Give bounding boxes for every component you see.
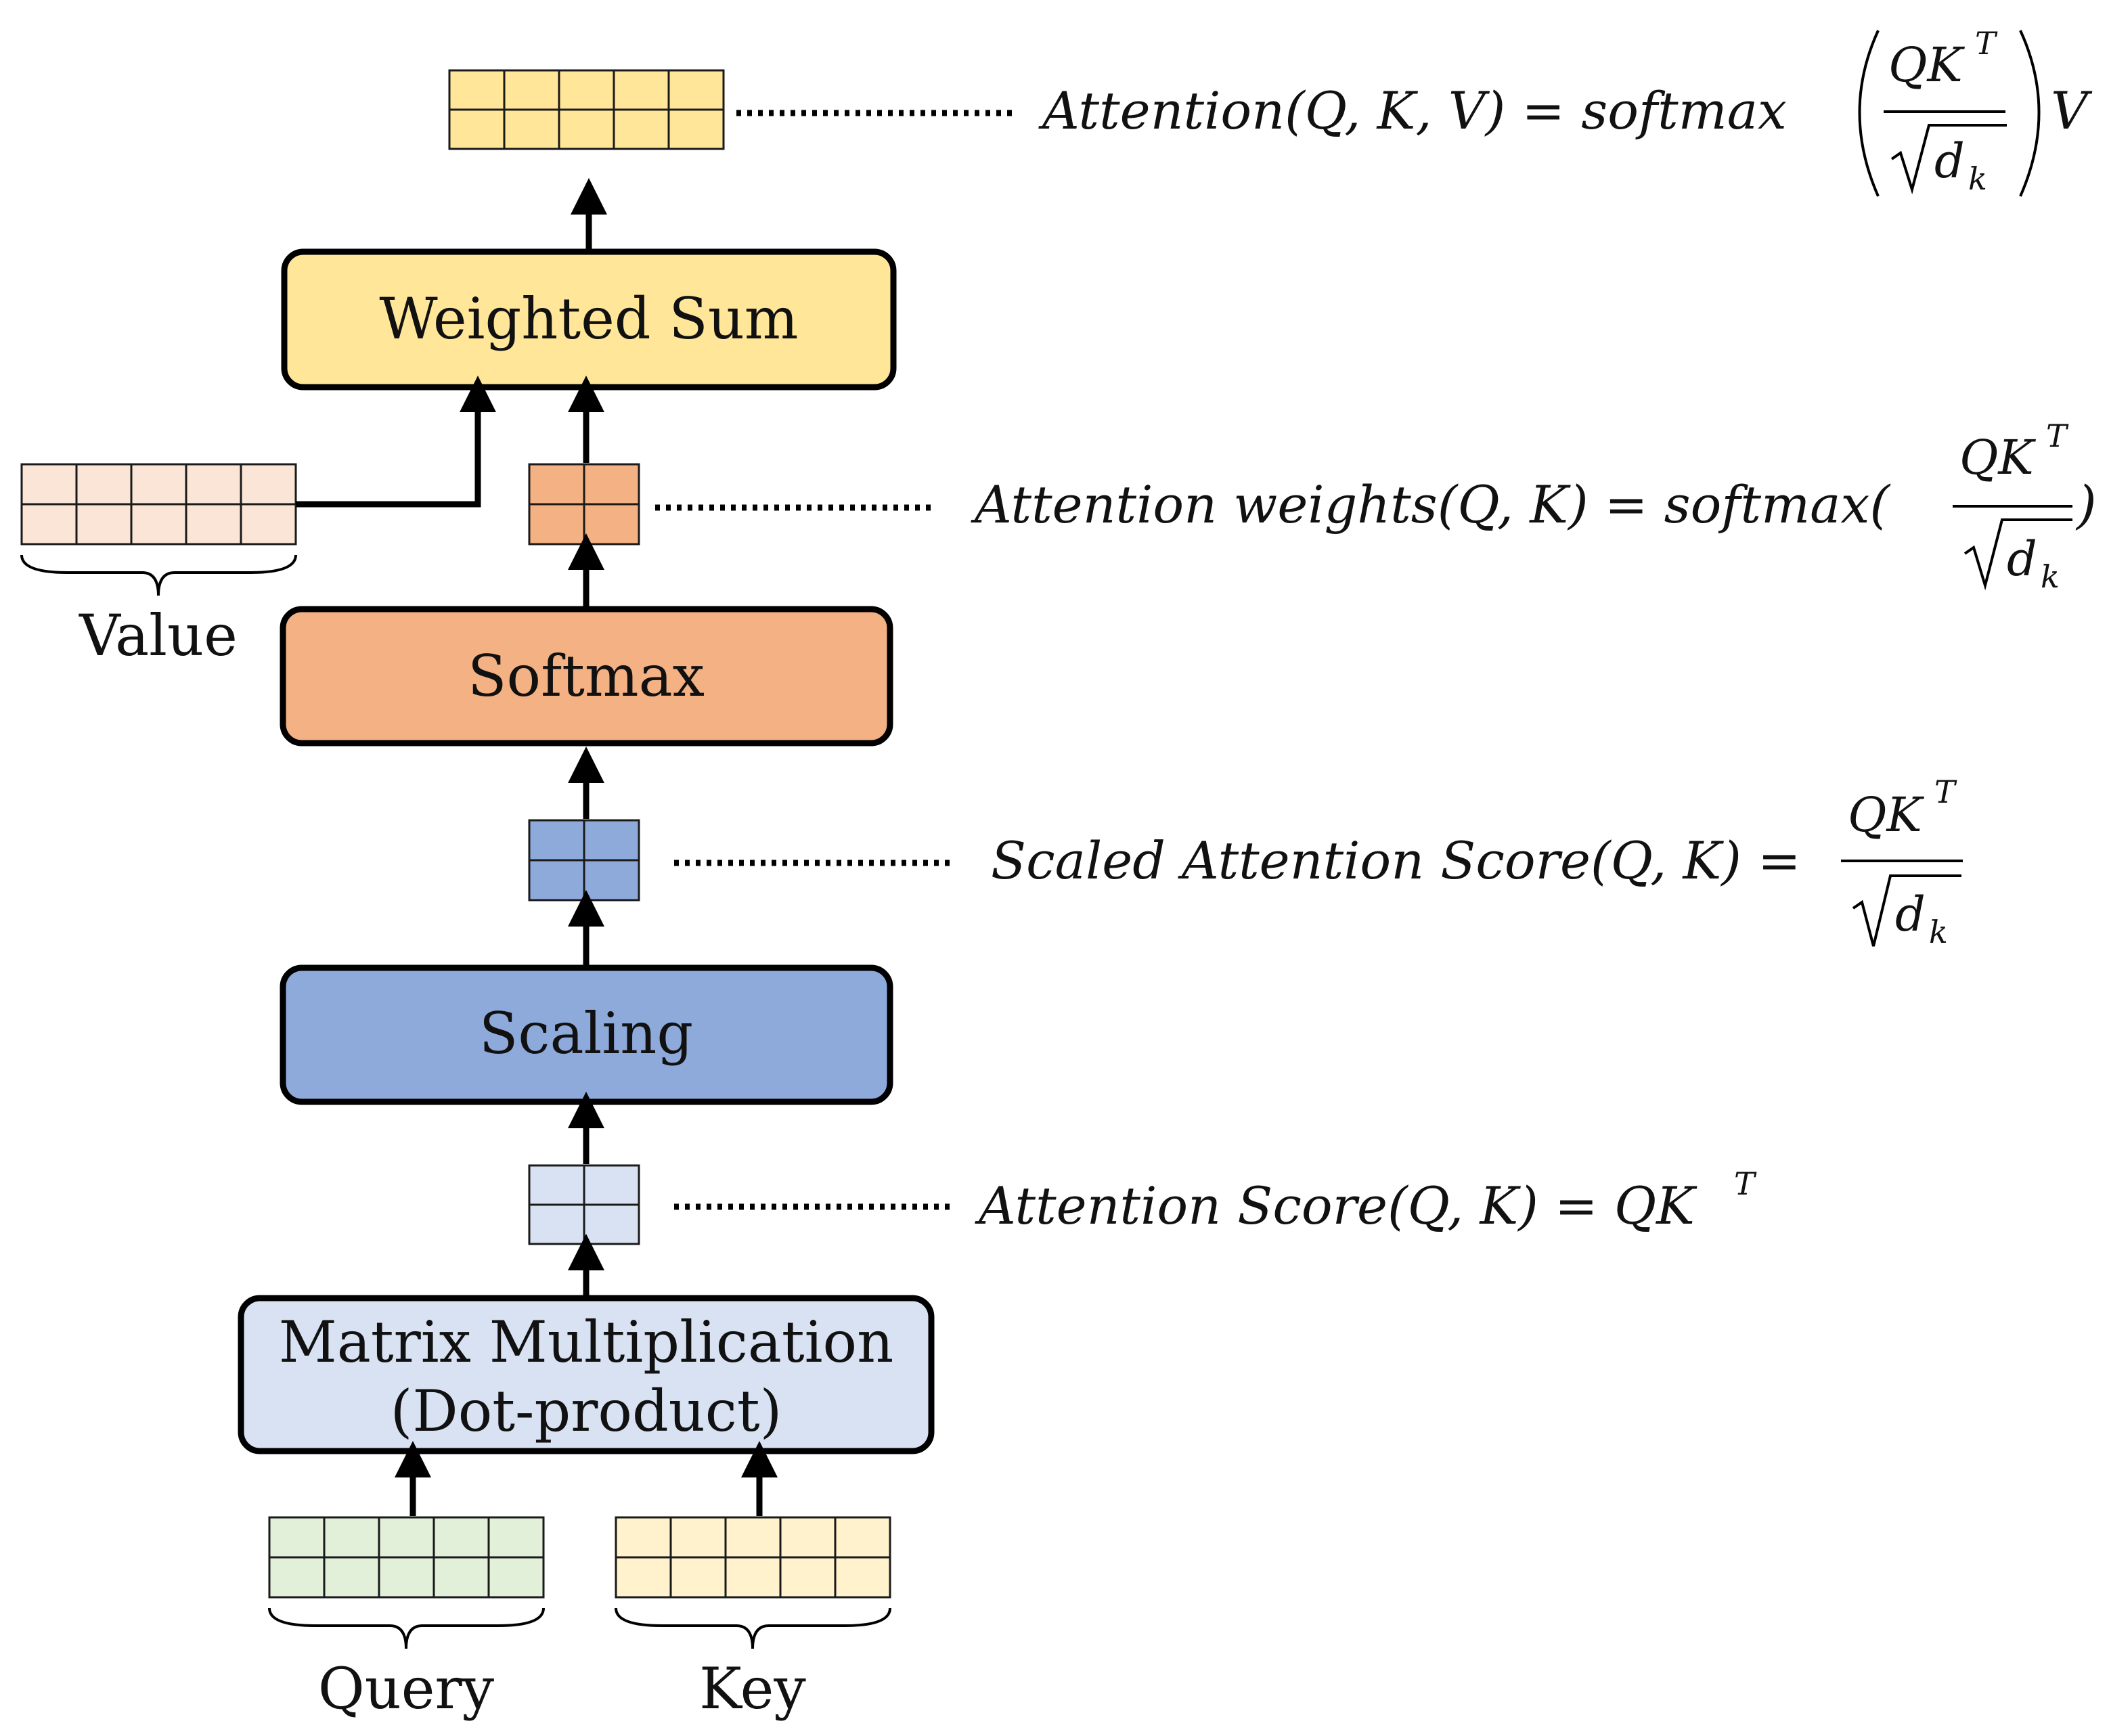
weights-formula-numerator: QK [1959, 430, 2036, 485]
attention-formula-numerator: QK [1888, 37, 1965, 93]
value-label: Value [79, 602, 238, 669]
query-matrix [268, 1516, 545, 1599]
scaled-formula-sqrt [1852, 874, 1961, 947]
score-formula-lhs: Attention Score(Q, K) = QK [975, 1176, 1697, 1236]
scaled-formula-lhs: Scaled Attention Score(Q, K) = [991, 830, 1801, 891]
scaled-formula-numerator-sup: T [1934, 774, 1957, 810]
attention-formula-denominator: d [1934, 133, 1965, 189]
attention-formula-lhs: Attention(Q, K, V) = softmax [1038, 81, 1787, 141]
weighted-sum-block: Weighted Sum [281, 248, 897, 391]
attention-score-formula: Attention Score(Q, K) = QK T [975, 1165, 1757, 1236]
attention-formula-numerator-sup: T [1975, 25, 1998, 62]
matmul-label-line2: (Dot-product) [391, 1378, 782, 1444]
query-label: Query [318, 1655, 495, 1722]
weights-formula-denominator: d [2007, 531, 2037, 587]
attention-score-matrix [528, 1164, 640, 1245]
value-brace [20, 554, 297, 596]
scaled-formula-numerator: QK [1848, 787, 1924, 843]
scaled-formula-denominator-sub: k [1929, 914, 1948, 950]
weights-formula-denominator-sub: k [2041, 558, 2060, 595]
weights-formula-lhs: Attention weights(Q, K) = softmax( [971, 474, 1890, 535]
attention-formula-rhs: V [2051, 81, 2093, 141]
value-connector [296, 447, 481, 508]
score-formula-sup: T [1734, 1165, 1757, 1202]
weights-formula-numerator-sup: T [2046, 418, 2069, 454]
matmul-block: Matrix Multiplication (Dot-product) [238, 1295, 935, 1454]
left-paren [1858, 30, 1880, 197]
right-paren [2019, 30, 2041, 197]
key-label: Key [699, 1655, 806, 1722]
weights-formula-rhs: ) [2075, 474, 2097, 535]
key-brace [615, 1607, 891, 1649]
weights-formula-sqrt [1963, 518, 2072, 591]
matmul-label-line1: Matrix Multiplication [279, 1309, 893, 1375]
query-brace [268, 1607, 545, 1649]
value-matrix [20, 463, 297, 546]
attention-weights-formula: Attention weights(Q, K) = softmax( QK T … [971, 418, 2097, 595]
softmax-label: Softmax [468, 643, 705, 709]
attention-weights-matrix [528, 463, 640, 546]
softmax-block: Softmax [280, 606, 893, 747]
scaling-label: Scaling [479, 1000, 693, 1067]
scaled-formula-denominator: d [1895, 887, 1926, 942]
attention-formula-denominator-sub: k [1968, 160, 1987, 197]
scaled-score-matrix [528, 819, 640, 902]
scaling-block: Scaling [280, 964, 893, 1105]
scaled-score-formula: Scaled Attention Score(Q, K) = QK T d k [991, 774, 1963, 950]
output-matrix [448, 69, 725, 150]
weighted-sum-label: Weighted Sum [379, 286, 798, 352]
attention-formula-sqrt [1890, 124, 2007, 195]
attention-formula: Attention(Q, K, V) = softmax QK T d k V [1038, 25, 2093, 197]
key-matrix [615, 1516, 891, 1599]
